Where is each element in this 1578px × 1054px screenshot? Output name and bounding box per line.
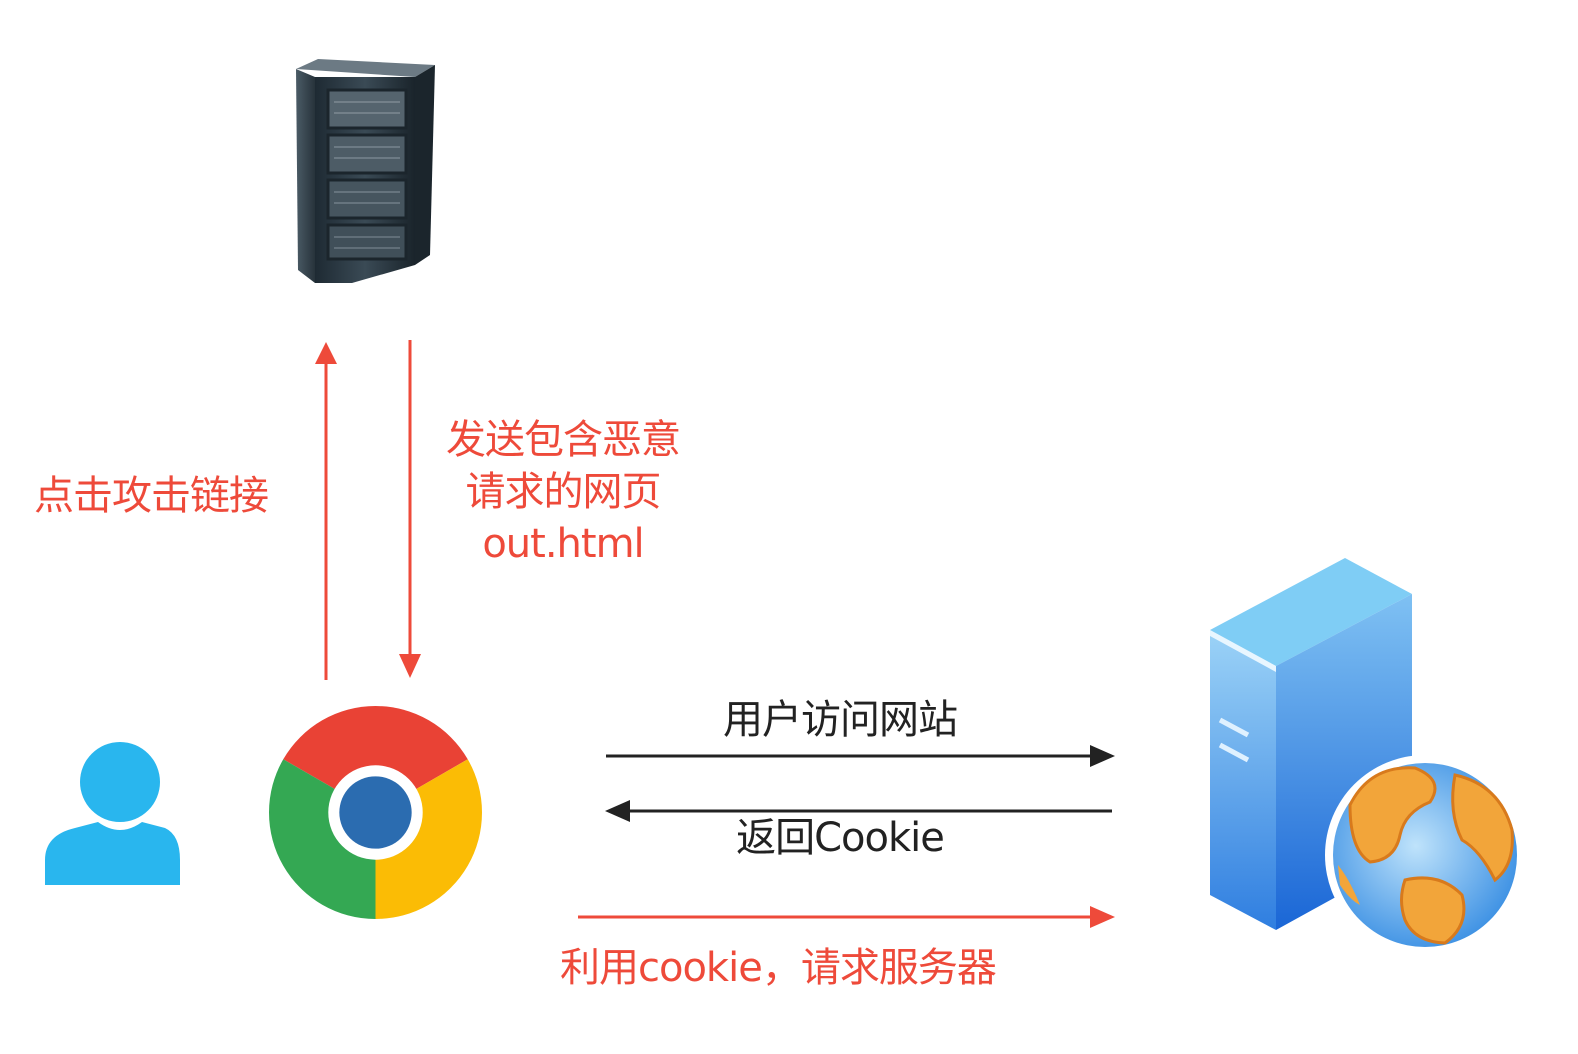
- user-visit-site-label: 用户访问网站: [723, 697, 958, 743]
- click-attack-link-label: 点击攻击链接: [34, 473, 269, 519]
- send-malicious-line-3: out.html: [482, 521, 644, 567]
- return-cookie-label: 返回Cookie: [736, 815, 945, 861]
- return-cookie-arrow: [605, 800, 1112, 822]
- send-malicious-line-2: 请求的网页: [465, 469, 662, 515]
- user-visit-arrow: [606, 745, 1115, 767]
- use-cookie-request-label: 利用cookie，请求服务器: [560, 945, 997, 991]
- server-rack-icon: [296, 59, 435, 283]
- web-server-globe-icon: [1210, 558, 1525, 955]
- malicious-page-arrow: [399, 340, 421, 678]
- cookie-request-arrow: [578, 906, 1115, 928]
- send-malicious-page-label: 发送包含恶意 请求的网页 out.html: [418, 414, 708, 570]
- chrome-browser-icon: [269, 706, 482, 919]
- user-icon: [45, 742, 180, 885]
- click-attack-arrow: [315, 342, 337, 680]
- send-malicious-line-1: 发送包含恶意: [446, 417, 681, 463]
